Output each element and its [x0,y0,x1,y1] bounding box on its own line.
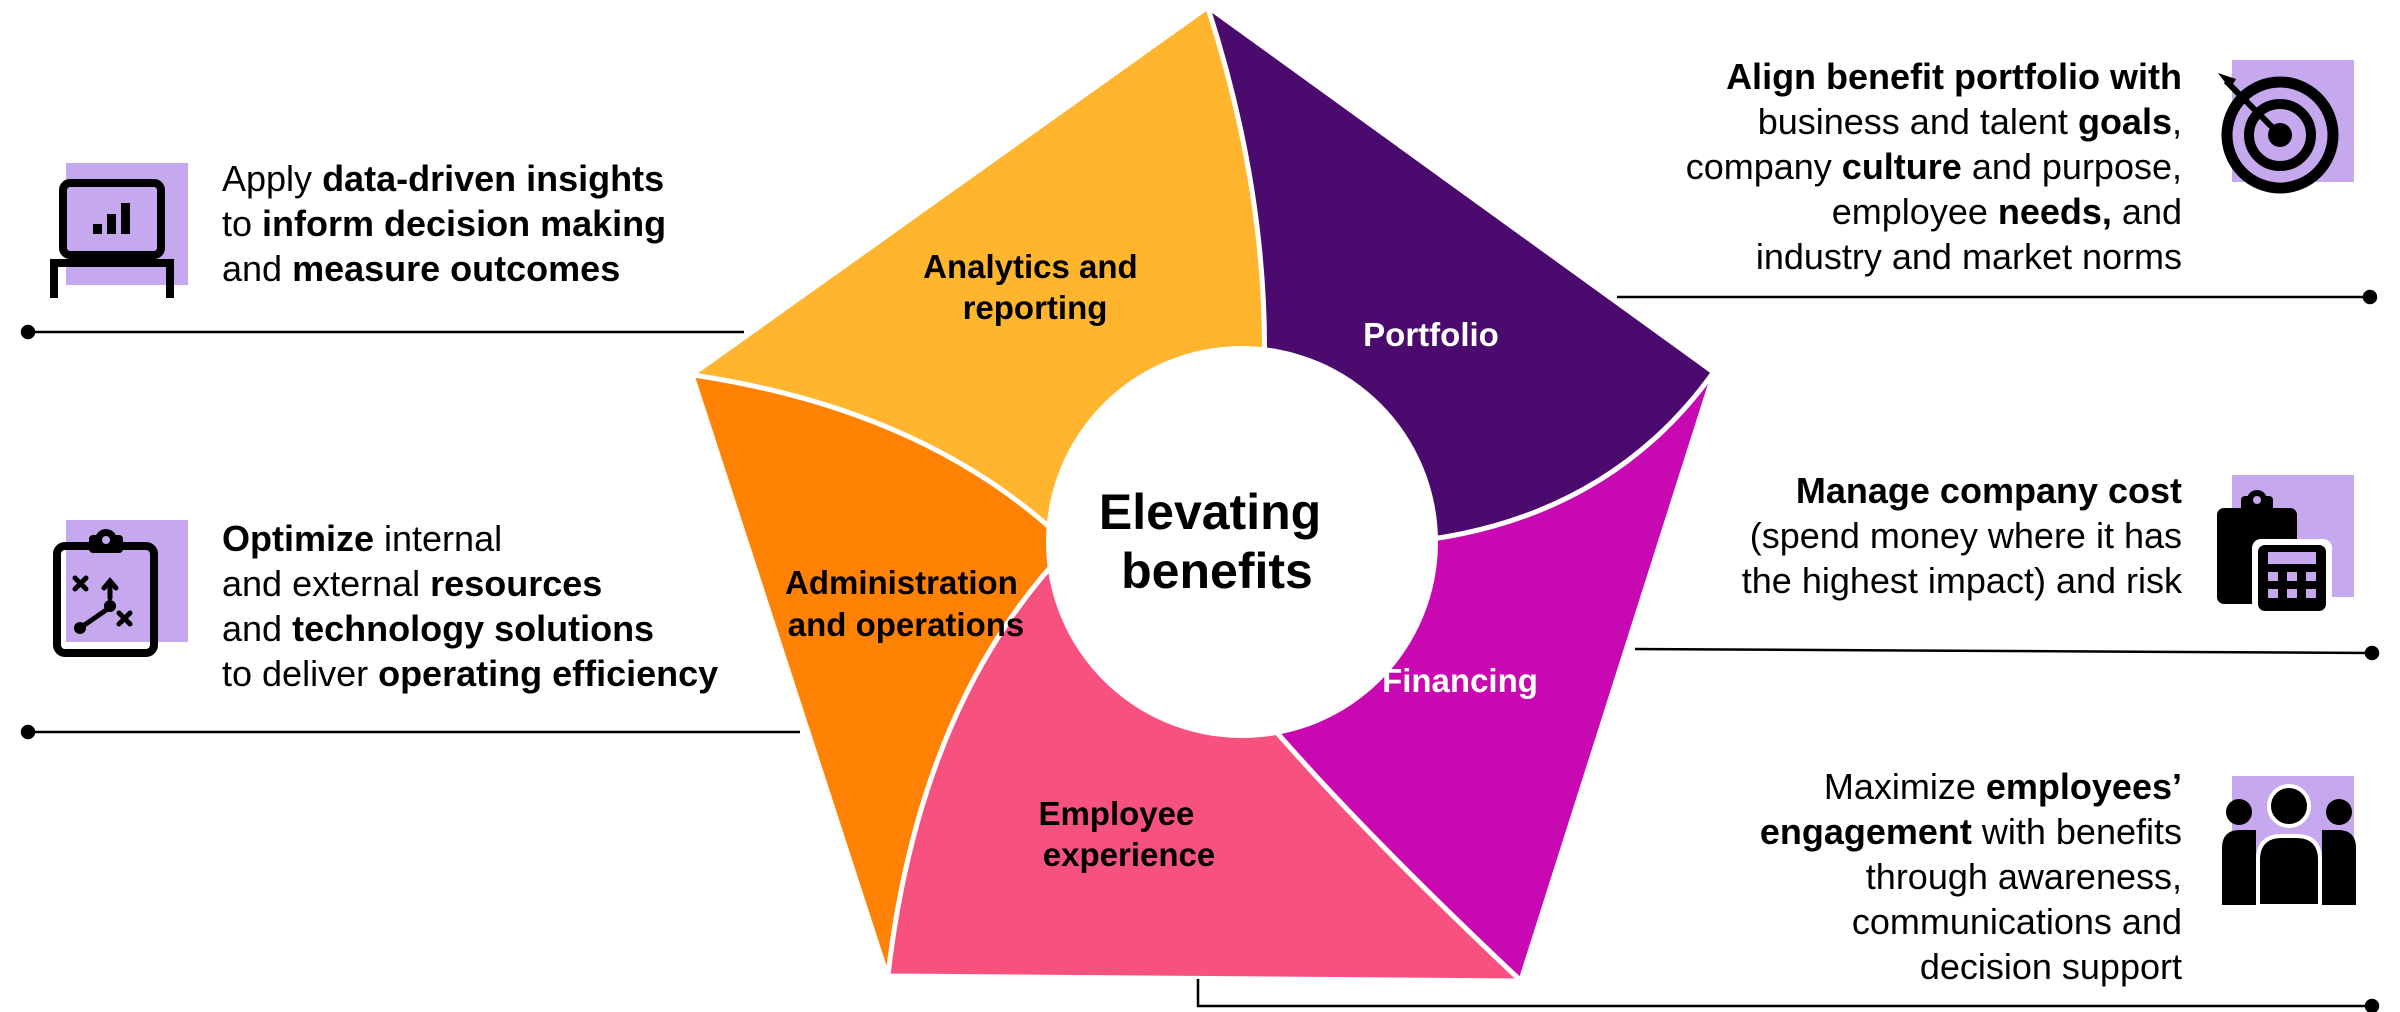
administration-description-line: and technology solutions [222,606,718,651]
financing-connector-dot [2364,645,2380,661]
description-text-run: operating efficiency [378,653,719,694]
experience-description-line: through awareness, [1760,854,2182,899]
portfolio-description-line: industry and market norms [1686,234,2182,279]
description-text-run: decision support [1919,946,2182,987]
analytics-description-line: to inform decision making [222,201,666,246]
center-circle [1046,346,1438,738]
description-text-run: and purpose, [1961,146,2182,187]
financing-connector-line [1634,647,2373,655]
description-text-run: with benefits [1971,811,2182,852]
svg-text:Elevating benefits: Elevating benefits [1099,484,1335,599]
analytics-description-line: Apply data-driven insights [222,156,666,201]
financing-label: Financing [1382,662,1538,699]
experience-connector-line [1196,978,2372,1008]
svg-text:Portfolio: Portfolio [1363,316,1499,353]
analytics-description-line: and measure outcomes [222,246,666,291]
svg-text:Analytics and reporting: Analytics and reporting [923,248,1147,326]
administration-description-line: and external resources [222,561,718,606]
description-text-run: , [2171,101,2182,142]
portfolio-description-line: Align benefit portfolio with [1686,54,2182,99]
description-text-run: and [222,608,293,649]
clipboard-strategy-icon [53,520,188,657]
description-text-run: and [222,248,293,289]
clipboard-calculator-icon [2217,475,2354,611]
experience-label-line-2: experience [1043,836,1215,873]
description-text-run: and [2111,191,2182,232]
financing-description-line: the highest impact) and risk [1742,558,2182,603]
administration-description-line: Optimize internal [222,516,718,561]
description-text-run: the highest impact) and risk [1741,560,2182,601]
experience-description-line: decision support [1760,944,2182,989]
description-text-run: technology solutions [292,608,655,649]
experience-description-line: engagement with benefits [1760,809,2182,854]
description-text-run: to deliver [222,653,379,694]
administration-description-line: to deliver operating efficiency [222,651,718,696]
svg-text:Employee experience: Employee experience [1038,795,1215,873]
svg-text:Financing: Financing [1382,662,1538,699]
description-text-run: Apply [222,158,323,199]
financing-description-line: Manage company cost [1742,468,2182,513]
description-text-run: needs, [1997,191,2112,232]
target-icon [2218,60,2354,194]
center-label-line-1: Elevating [1099,484,1321,540]
description-text-run: measure outcomes [292,248,621,289]
description-text-run: to [222,203,263,244]
description-text-run: Manage company cost [1795,470,2182,511]
experience-description-line: communications and [1760,899,2182,944]
description-text-run: industry and market norms [1755,236,2182,277]
description-text-run: communications and [1851,901,2182,942]
description-text-run: engagement [1759,811,1972,852]
portfolio-description-line: business and talent goals, [1686,99,2182,144]
portfolio-description-line: company culture and purpose, [1686,144,2182,189]
financing-description-line: (spend money where it has [1742,513,2182,558]
financing-description: Manage company cost(spend money where it… [1742,468,2182,603]
description-text-run: resources [430,563,603,604]
analytics-label-line-2: reporting [963,289,1108,326]
description-text-run: through awareness, [1865,856,2182,897]
description-text-run: and external [222,563,431,604]
description-text-run: employee [1831,191,1998,232]
description-text-run: inform decision making [262,203,667,244]
experience-connector-dot [2364,998,2380,1012]
administration-label-line-1: Administration [785,564,1018,601]
portfolio-label: Portfolio [1363,316,1499,353]
analytics-label-line-1: Analytics and [923,248,1138,285]
analytics-connector-dot [20,324,36,340]
administration-connector-dot [20,724,36,740]
connector-lines [20,289,2380,1012]
description-text-run: culture [1841,146,1962,187]
description-text-run: business and talent [1757,101,2078,142]
description-text-run: goals [2077,101,2172,142]
portfolio-connector-dot [2362,289,2378,305]
description-text-run: company [1685,146,1842,187]
portfolio-description-line: employee needs, and [1686,189,2182,234]
description-text-run: Maximize [1823,766,1986,807]
pentagon [693,8,1713,980]
description-text-run: employees’ [1985,766,2182,807]
svg-text:Administration and operati: Administration and operations [785,564,1027,643]
description-text-run: (spend money where it has [1749,515,2182,556]
people-group-icon [2222,776,2356,908]
center-label-line-2: benefits [1121,543,1313,599]
description-text-run: data-driven insights [322,158,665,199]
experience-description-line: Maximize employees’ [1760,764,2182,809]
experience-label-line-1: Employee [1038,795,1194,832]
administration-label-line-2: and operations [788,606,1025,643]
monitor-bar-chart-icon [50,163,188,298]
description-text-run: internal [374,518,503,559]
description-text-run: Align benefit portfolio with [1726,56,2182,97]
description-text-run: Optimize [222,518,375,559]
experience-description: Maximize employees’engagement with benef… [1760,764,2182,989]
segment-experience [888,546,1520,980]
